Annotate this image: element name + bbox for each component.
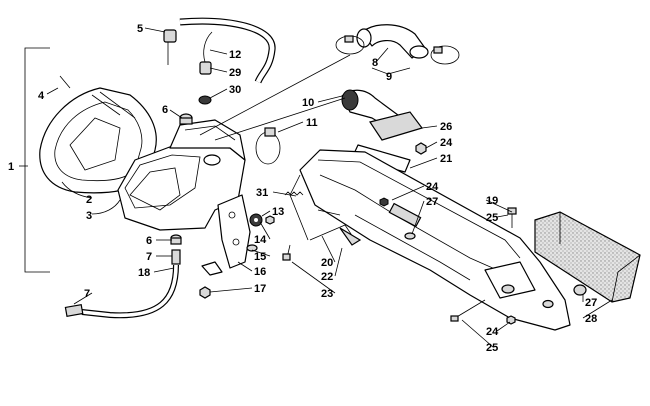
silencer-duct-19 — [299, 149, 571, 331]
bracket-1 — [24, 47, 50, 273]
nut-24-upper — [415, 142, 427, 155]
callout-26: 26 — [440, 121, 452, 133]
clamp-11 — [255, 127, 281, 165]
clamp-8-left — [335, 35, 365, 55]
callout-16: 16 — [254, 266, 266, 278]
callout-22: 22 — [321, 271, 333, 283]
callout-15: 15 — [254, 251, 266, 263]
fitting-7-bottom — [64, 303, 84, 318]
callout-6-upper: 6 — [162, 104, 168, 116]
nut-17 — [199, 286, 211, 299]
callout-24-upper: 24 — [440, 137, 453, 149]
screw-25-upper — [507, 207, 517, 228]
linkage-rod-20 — [289, 174, 362, 246]
callout-27-middle: 27 — [426, 196, 438, 208]
nut-24-middle — [379, 197, 389, 207]
callout-7-lower: 7 — [84, 288, 90, 300]
pad-16 — [201, 261, 223, 276]
callout-9: 9 — [386, 71, 392, 83]
callout-18: 18 — [138, 267, 150, 279]
callout-6-lower: 6 — [146, 235, 152, 247]
callout-31: 31 — [256, 187, 268, 199]
elbow-boot-9 — [356, 24, 429, 59]
gasket-26 — [369, 111, 423, 141]
callout-8: 8 — [372, 57, 378, 69]
callout-7-upper: 7 — [146, 251, 152, 263]
bolt-22 — [317, 209, 341, 216]
callout-17: 17 — [254, 283, 266, 295]
foam-filter-28 — [534, 211, 641, 303]
plug-27-right — [573, 284, 587, 296]
callout-23: 23 — [321, 288, 333, 300]
callout-28: 28 — [585, 313, 597, 325]
hose-18 — [81, 264, 179, 319]
washer-14 — [249, 213, 263, 227]
nut-13 — [265, 215, 275, 225]
callout-24-lower: 24 — [486, 326, 499, 338]
bracket-plate — [217, 194, 251, 269]
nut-24-lower — [506, 315, 516, 325]
callout-11: 11 — [306, 117, 318, 129]
leader-lines — [19, 27, 613, 348]
grommet-6-upper — [179, 113, 193, 125]
callout-14: 14 — [254, 234, 267, 246]
grommet-30 — [198, 95, 212, 105]
callout-12: 12 — [229, 49, 241, 61]
callout-3: 3 — [86, 210, 92, 222]
callout-1: 1 — [8, 161, 14, 173]
callout-24-middle: 24 — [426, 181, 439, 193]
callout-5: 5 — [137, 23, 143, 35]
callout-21: 21 — [440, 153, 452, 165]
intake-body — [117, 119, 246, 231]
callout-4: 4 — [38, 90, 45, 102]
callout-30: 30 — [229, 84, 241, 96]
callout-27-right: 27 — [585, 297, 597, 309]
callout-19: 19 — [486, 195, 498, 207]
screw-25-lower — [450, 299, 486, 322]
callout-25-lower: 25 — [486, 342, 498, 354]
screw-5 — [163, 29, 177, 65]
airbox-cover — [39, 87, 157, 194]
bolt-23 — [282, 244, 291, 261]
callout-29: 29 — [229, 67, 241, 79]
grommet-6-lower — [170, 234, 182, 245]
callout-20: 20 — [321, 257, 333, 269]
grommet-15 — [246, 244, 258, 252]
spring-31 — [284, 191, 304, 196]
screw-4 — [59, 75, 71, 89]
fitting-7 — [171, 249, 181, 265]
callout-25-upper: 25 — [486, 212, 498, 224]
callout-2: 2 — [86, 194, 92, 206]
clamp-8-right — [430, 45, 460, 65]
callout-13: 13 — [272, 206, 284, 218]
callout-labels: 1 2 3 4 5 6 6 7 7 8 9 10 11 12 13 14 15 … — [8, 23, 597, 354]
callout-10: 10 — [302, 97, 314, 109]
